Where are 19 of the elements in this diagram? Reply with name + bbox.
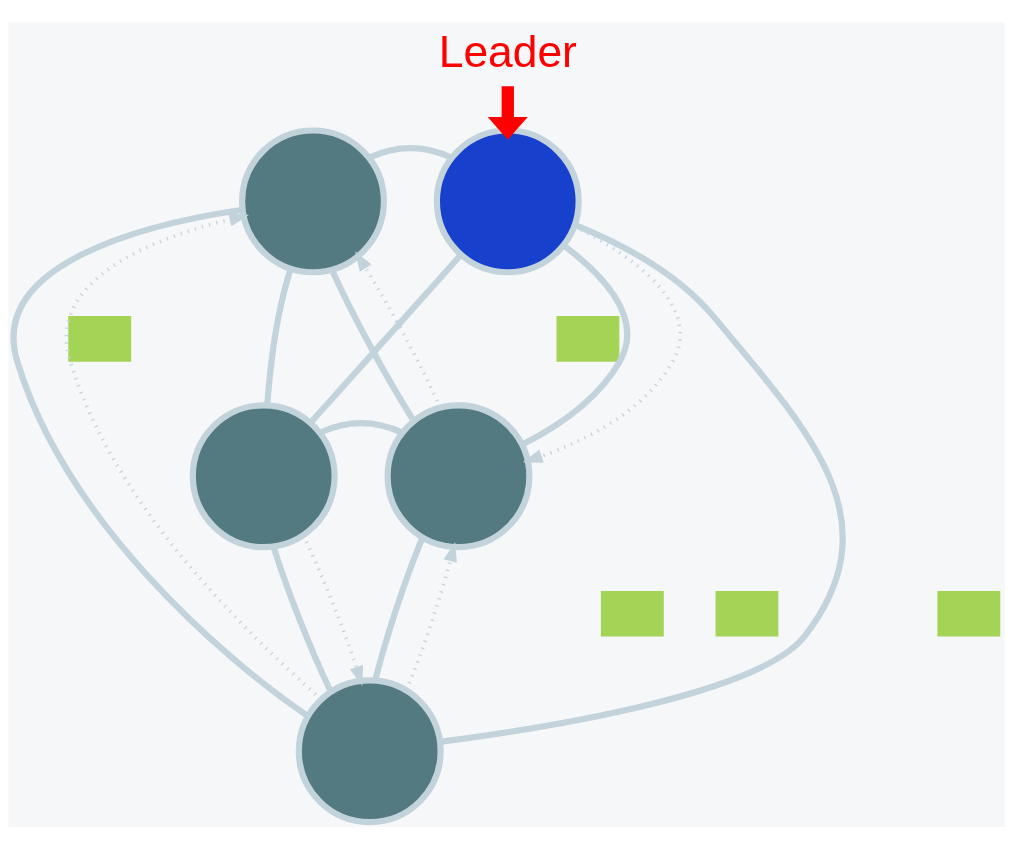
node-circle [384, 402, 533, 551]
connector [520, 242, 631, 448]
connector [439, 222, 846, 745]
node-box [715, 590, 779, 637]
node-box [68, 316, 132, 362]
connector [308, 252, 464, 425]
node-box [937, 590, 1001, 637]
node-box [556, 316, 620, 362]
node-circle [239, 127, 387, 276]
arrow [487, 86, 528, 140]
connector [264, 268, 294, 406]
node-circle [189, 402, 338, 551]
connector [318, 420, 404, 436]
node-circle [295, 677, 444, 826]
node-box [600, 590, 664, 637]
node-circle [433, 127, 582, 276]
connector [368, 145, 453, 161]
connector [11, 206, 310, 719]
node-text: Leader [438, 27, 577, 77]
